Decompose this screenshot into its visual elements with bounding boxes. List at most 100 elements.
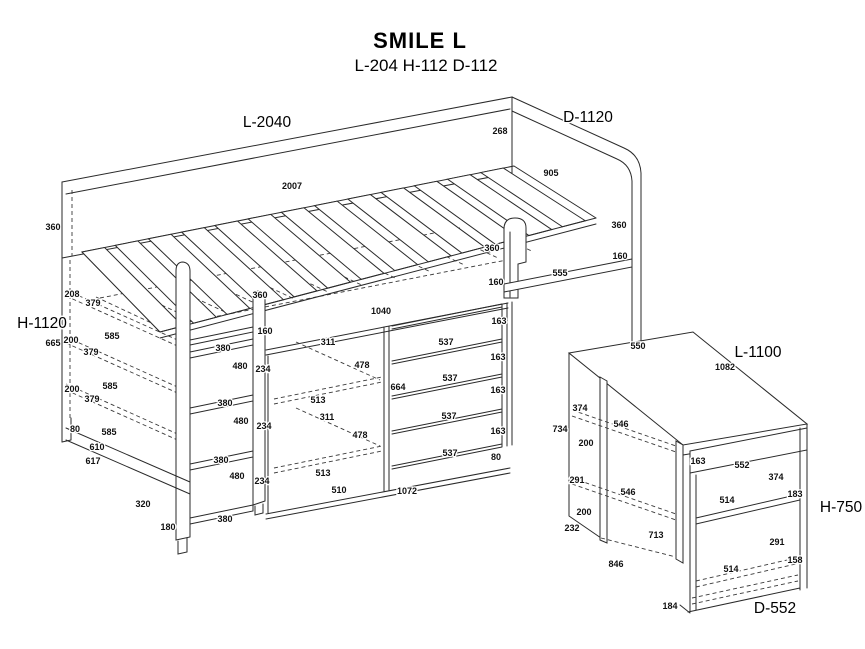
bed-drawing [61,96,642,555]
dimension-label: 311 [321,337,336,347]
bed-hidden-slat-line [333,248,397,279]
dimension-label: 617 [85,456,100,466]
dimension-label: 234 [256,421,271,431]
bed-hidden-slat-line [401,235,465,266]
bed-hidden-slat-line [435,228,499,259]
dimension-label: 380 [215,343,230,353]
dimension-label: 380 [217,398,232,408]
dimension-label: 480 [233,416,248,426]
dimension-label: 546 [620,487,635,497]
bed-hidden-slat-line [299,255,363,286]
bed-right-panel [511,96,642,345]
dimension-label: 905 [543,168,558,178]
dimension-label: 380 [217,514,232,524]
dimension-label: 160 [612,251,627,261]
dimension-label: 374 [768,472,783,482]
dimension-label: 184 [662,601,677,611]
dimension-label: 180 [160,522,175,532]
dimension-label: 478 [352,430,367,440]
dimension-label: 360 [45,222,60,232]
dimension-label: 480 [232,361,247,371]
dimension-label: 360 [611,220,626,230]
dimension-label: 379 [83,347,98,357]
left-unit-base [61,417,191,495]
dimension-label: 379 [84,394,99,404]
dimension-label: 480 [229,471,244,481]
dimension-label: 537 [438,337,453,347]
dimension-label: 664 [390,382,405,392]
dimension-label: 200 [64,384,79,394]
drawing-title: SMILE L [373,28,467,53]
main-dimension-label: H-1120 [17,315,67,332]
main-dimension-label: L-1100 [734,344,781,361]
dimension-label: 232 [564,523,579,533]
dimension-label: 163 [490,385,505,395]
dimension-label: 163 [690,456,705,466]
dimension-label: 537 [442,373,457,383]
dimension-labels: 2689052007360208379585200665379585200379… [44,125,804,613]
dimension-label: 291 [769,537,784,547]
desk-drawing [567,331,809,614]
dimension-label: 268 [492,126,507,136]
dimension-label: 160 [257,326,272,336]
dimension-label: 734 [552,424,567,434]
dimension-label: 1072 [397,486,417,496]
main-dimension-label: H-750 [820,499,863,516]
dimension-label: 360 [484,243,499,253]
dimension-label: 546 [613,419,628,429]
dimension-label: 163 [490,352,505,362]
dimension-label: 585 [101,427,116,437]
main-dimension-label: L-2040 [243,114,292,131]
dimension-label: 550 [630,341,645,351]
dimension-label: 200 [578,438,593,448]
bed-hidden-slat-line [197,276,261,307]
dimension-label: 610 [89,442,104,452]
dimension-label: 163 [491,316,506,326]
dimension-label: 80 [491,452,501,462]
dimension-label: 713 [648,530,663,540]
dimension-label: 208 [64,289,79,299]
dimension-label: 234 [255,364,270,374]
bed-ladder-panel [175,261,191,541]
dimension-label: 514 [723,564,738,574]
dimension-label: 200 [63,335,78,345]
dimension-label: 585 [102,381,117,391]
main-dimension-label: D-552 [754,600,796,617]
bed-hidden-slat-line [367,242,431,273]
dimension-label: 537 [441,411,456,421]
dimension-label: 320 [135,499,150,509]
dimension-label: 234 [254,476,269,486]
cabinet-outline [265,302,511,520]
dimension-label: 80 [70,424,80,434]
desk-shelf [695,493,801,525]
dimension-label: 160 [488,277,503,287]
desk-hidden-shelf [691,556,801,605]
dimension-label: 311 [320,412,335,422]
desk-pedestal [679,427,808,614]
dimension-label: 158 [787,555,802,565]
dimension-label: 514 [719,495,734,505]
dimension-label: 291 [569,475,584,485]
dimension-label: 360 [252,290,267,300]
bed-shelves [189,326,254,525]
dimension-label: 374 [572,403,587,413]
dimension-label: 1040 [371,306,391,316]
bed-hidden-slat-line [163,282,227,313]
dimension-label: 665 [45,338,60,348]
bed-hidden-slat-line [95,296,159,327]
bed-shelf-panel [252,290,266,506]
dimension-label: 183 [787,489,802,499]
dimension-label: 163 [490,426,505,436]
dimension-label: 478 [354,360,369,370]
dimension-label: 510 [331,485,346,495]
dimension-label: 537 [442,448,457,458]
drawer-fronts [391,301,513,470]
dimension-label: 555 [552,268,567,278]
dimension-label: 585 [104,331,119,341]
dimension-label: 2007 [282,181,302,191]
dimension-label: 379 [85,298,100,308]
drawing-subtitle: L-204 H-112 D-112 [354,56,498,75]
